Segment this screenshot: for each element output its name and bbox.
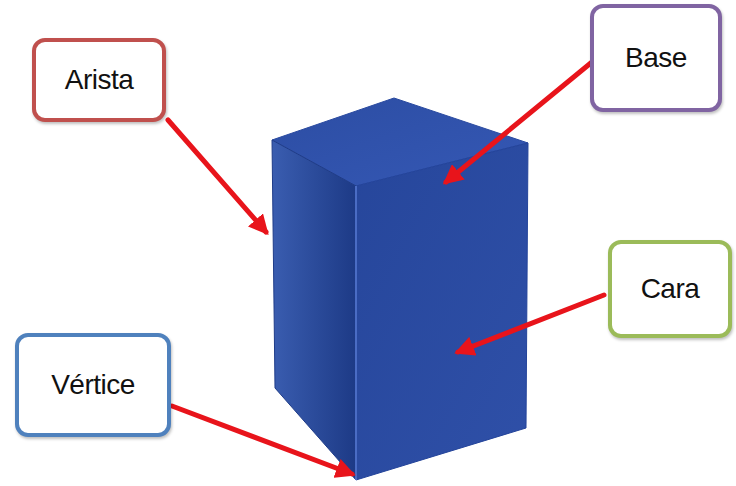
front-edge bbox=[355, 186, 357, 480]
left-face bbox=[272, 140, 356, 480]
prism bbox=[272, 98, 528, 480]
leader-lines bbox=[168, 62, 604, 474]
label-box: Base bbox=[590, 4, 722, 112]
label-box: Vértice bbox=[15, 333, 171, 437]
leader-line bbox=[458, 295, 604, 352]
part-label: Vértice bbox=[51, 369, 135, 401]
leader-line bbox=[446, 62, 592, 182]
leader-line bbox=[172, 406, 352, 474]
label-box: Cara bbox=[608, 240, 732, 338]
part-label: Arista bbox=[65, 64, 134, 96]
part-label: Base bbox=[625, 42, 687, 74]
front-face bbox=[356, 143, 528, 480]
part-label: Cara bbox=[641, 273, 700, 305]
label-box: Arista bbox=[32, 38, 166, 122]
leader-line bbox=[168, 120, 266, 232]
